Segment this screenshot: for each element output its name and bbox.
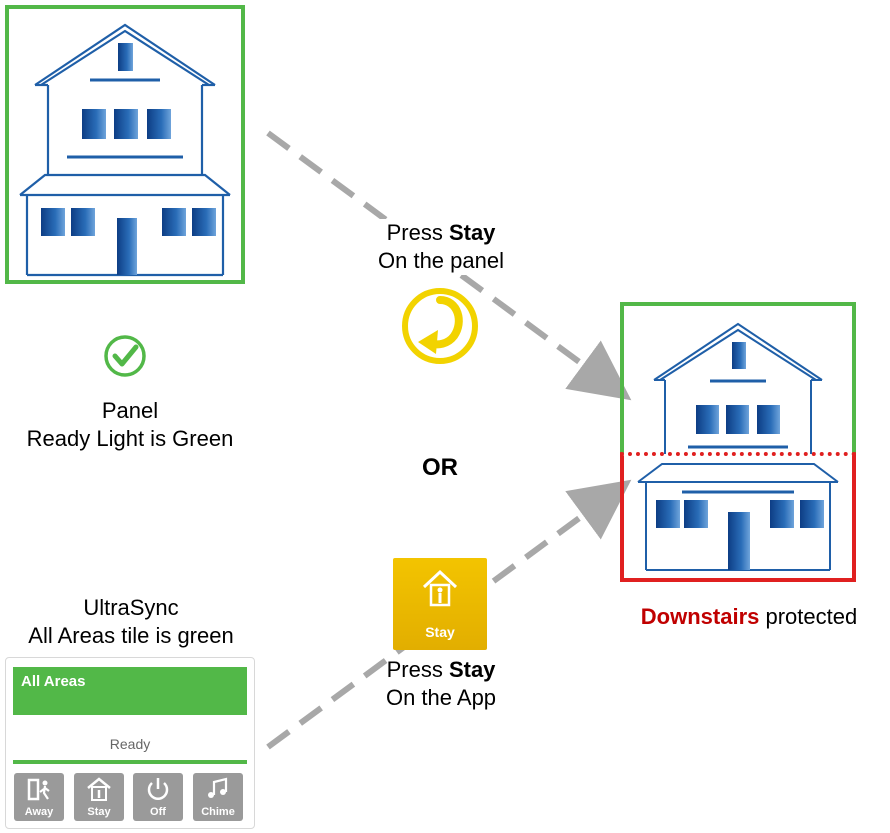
upstairs-frame <box>620 302 856 454</box>
downstairs-caption: Downstairs protected <box>610 603 888 631</box>
stay-button[interactable]: Stay <box>74 773 124 821</box>
away-label: Away <box>24 806 54 818</box>
app-press-prefix: Press <box>386 657 449 682</box>
protected-text: protected <box>759 604 858 629</box>
house-icon <box>637 322 839 571</box>
stay-tile-label: Stay <box>425 624 455 640</box>
or-label: OR <box>422 454 458 481</box>
off-button[interactable]: Off <box>133 773 183 821</box>
chime-label: Chime <box>201 806 235 818</box>
ultrasync-label: UltraSync All Areas tile is green <box>0 594 262 650</box>
power-icon <box>147 778 169 800</box>
stay-icon <box>87 777 111 801</box>
stay-app-tile[interactable]: Stay <box>393 558 487 650</box>
downstairs-bold: Downstairs <box>640 604 760 629</box>
stay-house-icon <box>422 569 458 607</box>
ready-status: Ready <box>109 736 151 752</box>
ultrasync-line1: UltraSync <box>83 595 179 620</box>
ultrasync-line2: All Areas tile is green <box>28 623 234 648</box>
downstairs-frame <box>620 452 856 582</box>
away-button[interactable]: Away <box>14 773 64 821</box>
chime-icon <box>208 777 228 798</box>
chime-button[interactable]: Chime <box>193 773 243 821</box>
away-icon <box>27 778 50 801</box>
all-areas-header: All Areas <box>13 667 247 715</box>
panel-press-prefix: Press <box>386 220 449 245</box>
app-instruction-line2: On the App <box>385 685 497 710</box>
left-house-frame <box>5 5 245 284</box>
all-areas-tile[interactable]: All Areas Ready <box>5 657 255 829</box>
panel-status-line2: Ready Light is Green <box>26 426 234 451</box>
right-house-frame <box>620 302 856 582</box>
panel-instruction: Press Stay On the panel <box>330 219 552 275</box>
tile-divider <box>13 760 247 764</box>
app-instruction: Press Stay On the App <box>330 656 552 712</box>
house-icon <box>19 23 231 277</box>
checkmark-icon <box>104 335 146 377</box>
app-stay-bold: Stay <box>448 657 496 682</box>
stay-label: Stay <box>87 806 111 818</box>
panel-instruction-line2: On the panel <box>378 248 504 273</box>
yellow-arrow-icon <box>402 288 478 364</box>
off-label: Off <box>150 806 166 818</box>
panel-stay-bold: Stay <box>448 220 496 245</box>
panel-status-label: Panel Ready Light is Green <box>0 397 260 453</box>
panel-status-line1: Panel <box>101 398 159 423</box>
